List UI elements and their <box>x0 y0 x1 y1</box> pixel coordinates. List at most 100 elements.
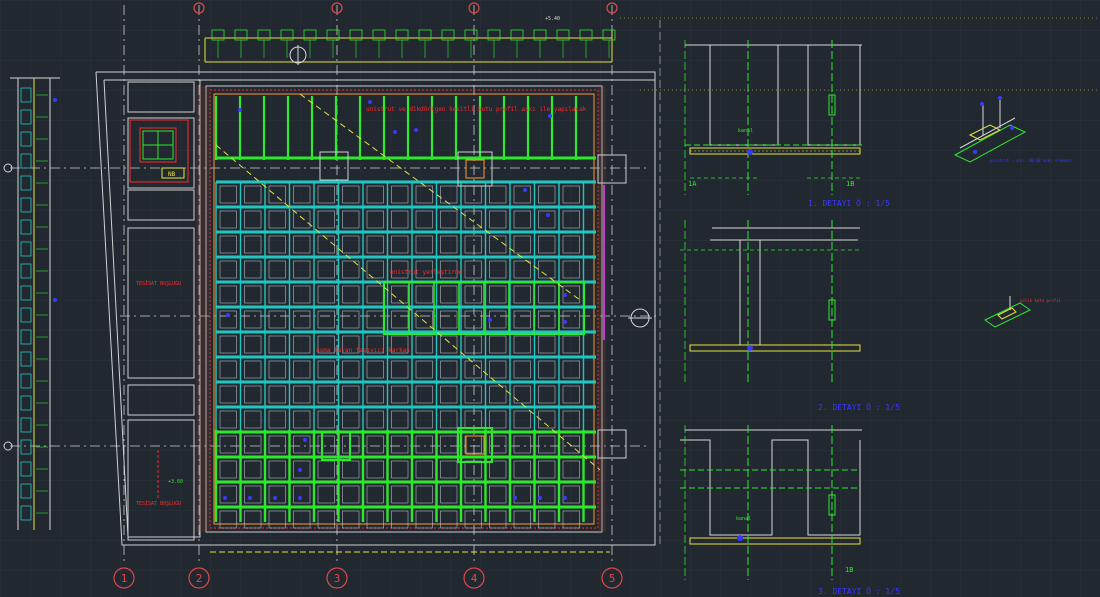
ceiling-panel <box>219 185 237 204</box>
building-outline <box>95 71 656 546</box>
strip-unit <box>20 241 32 257</box>
detail1-left-tag: 1A <box>688 180 697 188</box>
ceiling-panel <box>293 285 311 304</box>
ceiling-panel <box>415 235 433 254</box>
ceiling-panel <box>366 185 384 204</box>
ceiling-panel <box>562 510 580 529</box>
ceiling-panel <box>317 410 335 429</box>
ceiling-panel <box>268 310 286 329</box>
ceiling-panel <box>440 460 458 479</box>
ceiling-panel <box>219 410 237 429</box>
strip-unit <box>20 351 32 367</box>
ceiling-panel <box>293 460 311 479</box>
ceiling-panel <box>538 335 556 354</box>
ceiling-panel <box>293 485 311 504</box>
ceiling-panel <box>342 260 360 279</box>
ceiling-panel <box>538 235 556 254</box>
ceiling-panel <box>342 335 360 354</box>
hanger-marker <box>223 496 227 500</box>
ceiling-panel <box>562 185 580 204</box>
strip-unit <box>20 219 32 235</box>
top-wall-units <box>211 29 616 58</box>
strip-unit <box>20 87 32 103</box>
ceiling-panel <box>464 385 482 404</box>
ceiling-panel <box>268 485 286 504</box>
ceiling-panel <box>513 460 531 479</box>
ceiling-panel <box>513 310 531 329</box>
strip-unit <box>20 329 32 345</box>
ceiling-panel <box>513 485 531 504</box>
strip-unit <box>20 505 32 521</box>
ceiling-panel <box>219 460 237 479</box>
ceiling-panel <box>219 360 237 379</box>
ceiling-panel <box>342 410 360 429</box>
ceiling-panel <box>366 210 384 229</box>
ceiling-panel <box>513 260 531 279</box>
ceiling-panel <box>317 210 335 229</box>
ceiling-panel <box>513 210 531 229</box>
hanger-marker <box>546 213 550 217</box>
ceiling-panel <box>244 460 262 479</box>
ceiling-panel <box>391 310 409 329</box>
title-note: unistrut ve dikdörtgen kesitli kutu prof… <box>366 106 587 113</box>
left-service-rooms <box>127 81 195 541</box>
strip-unit <box>20 153 32 169</box>
axis-label: 1 <box>121 572 128 585</box>
ceiling-panel <box>293 185 311 204</box>
ceiling-panel <box>268 435 286 454</box>
ceiling-panel <box>538 510 556 529</box>
ceiling-panel <box>489 260 507 279</box>
ceiling-panel <box>293 260 311 279</box>
ceiling-panel <box>489 410 507 429</box>
ceiling-panel <box>342 510 360 529</box>
ceiling-panel <box>513 510 531 529</box>
strip-unit <box>20 109 32 125</box>
ceiling-panel <box>219 260 237 279</box>
hanger-marker <box>368 100 372 104</box>
iso2-note: çelik kutu profil <box>1020 298 1062 303</box>
strip-unit <box>20 285 32 301</box>
ceiling-panel <box>391 210 409 229</box>
wall-hatch-right <box>598 86 606 532</box>
strip-unit <box>20 417 32 433</box>
ceiling-panel <box>562 210 580 229</box>
ceiling-panel <box>464 360 482 379</box>
ceiling-panel <box>317 335 335 354</box>
ceiling-panel <box>489 335 507 354</box>
axis-bubble <box>326 567 348 589</box>
strip-unit <box>20 461 32 477</box>
detail1-right-tag: 1B <box>846 180 854 188</box>
ceiling-panel <box>244 235 262 254</box>
ceiling-panel <box>244 335 262 354</box>
ceiling-panel <box>317 185 335 204</box>
ceiling-panel <box>244 185 262 204</box>
ceiling-panel <box>562 385 580 404</box>
ceiling-panel <box>244 510 262 529</box>
ceiling-panel <box>562 235 580 254</box>
ceiling-panel <box>440 385 458 404</box>
hanger-marker <box>548 114 552 118</box>
ceiling-panel <box>538 410 556 429</box>
ceiling-panel <box>562 360 580 379</box>
ceiling-panel <box>562 435 580 454</box>
detail3-label: kanal <box>736 516 751 522</box>
axis-label: 5 <box>609 572 616 585</box>
strip-unit <box>20 395 32 411</box>
ceiling-panel <box>513 235 531 254</box>
hanger-marker <box>226 313 230 317</box>
ceiling-panel <box>538 385 556 404</box>
axis-label: 2 <box>196 572 203 585</box>
ceiling-panel <box>464 235 482 254</box>
room-label-1: TESİSAT BOŞLUĞU <box>136 280 181 287</box>
ceiling-panel <box>538 360 556 379</box>
ceiling-panel <box>464 285 482 304</box>
ceiling-panel <box>219 210 237 229</box>
ceiling-panel <box>513 385 531 404</box>
axis-bubble <box>463 567 485 589</box>
iso1-note: unistrut - min. 40/40 askı elemanı <box>990 158 1072 163</box>
strip-unit <box>20 439 32 455</box>
ceiling-panel <box>268 385 286 404</box>
stair-core-hatch <box>142 130 174 160</box>
